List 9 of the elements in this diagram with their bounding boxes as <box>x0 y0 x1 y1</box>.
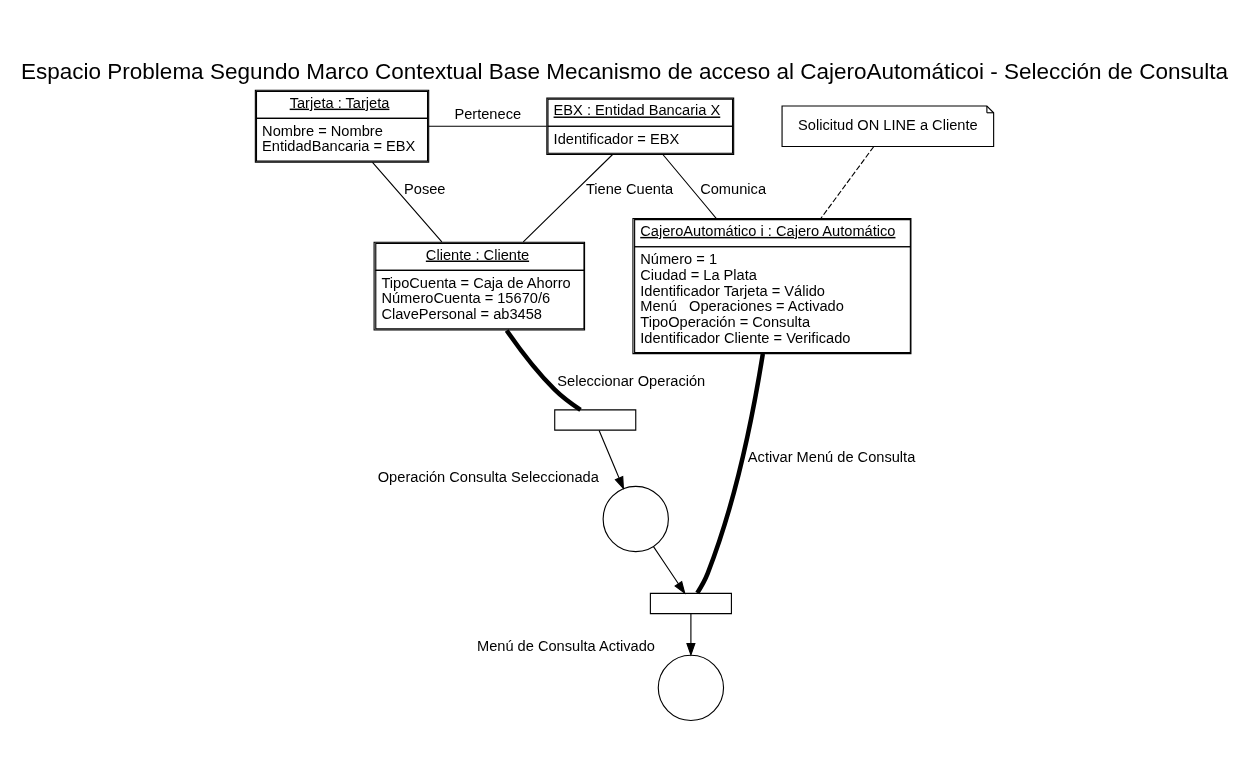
node-label: Operación Consulta Seleccionada <box>377 468 599 485</box>
edge-label: Comunica <box>700 180 767 197</box>
edge-label: Activar Menú de Consulta <box>747 448 916 465</box>
edge-label: Pertenece <box>454 105 522 122</box>
node-label: Menú de Consulta Activado <box>476 637 656 654</box>
edge-label: Seleccionar Operación <box>557 372 706 389</box>
edge-label: Posee <box>404 180 446 197</box>
diagram-title: Espacio Problema Segundo Marco Contextual Base Mecanismo de acceso al CajeroAutomáticoi - Selección de Consulta <box>21 58 1228 84</box>
edge-label: Tiene Cuenta <box>585 180 674 197</box>
